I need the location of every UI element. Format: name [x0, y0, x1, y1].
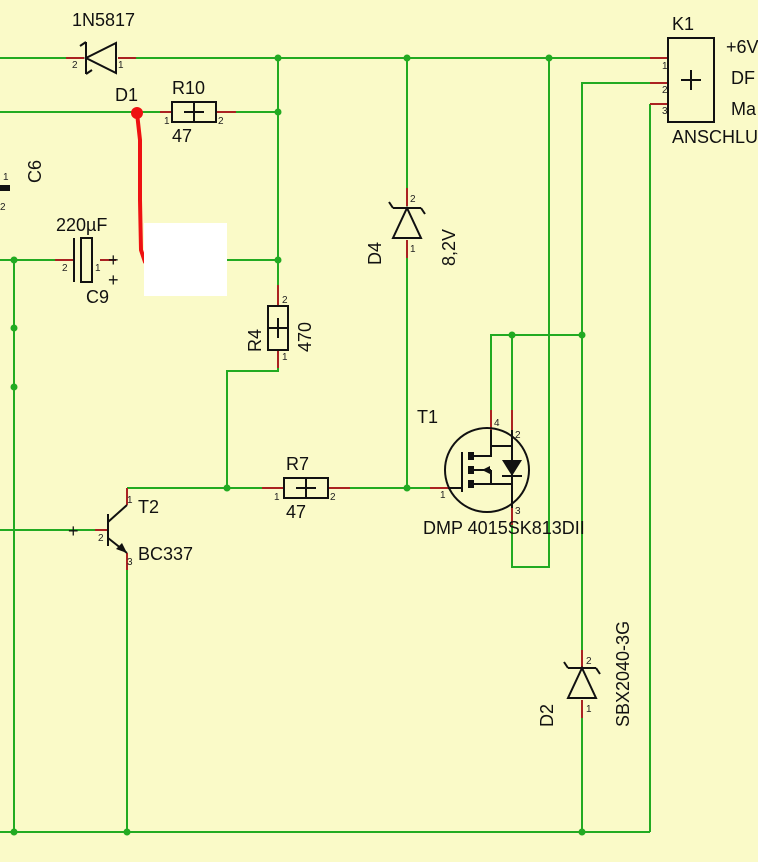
r10-value: 47 — [172, 126, 192, 146]
pin-3: 3 — [515, 506, 521, 517]
diode-1n5817[interactable]: 2 1 1N5817 — [66, 10, 136, 75]
pin-1: 1 — [95, 263, 101, 274]
pin-2: 2 — [218, 116, 224, 127]
capacitor-c6[interactable]: 1 2 C6 — [0, 160, 45, 213]
pin-1: 1 — [3, 172, 9, 183]
transistor-t2[interactable]: + 1 2 3 T2 BC337 — [68, 488, 193, 570]
d2-label: D2 — [537, 704, 557, 727]
pin-2: 2 — [0, 202, 6, 213]
t1-part: DMP 4015SK813DII — [423, 518, 585, 538]
plus-icon: + — [108, 250, 119, 270]
resistor-r4[interactable]: 2 1 R4 470 — [245, 285, 315, 368]
pin-1: 1 — [440, 490, 446, 501]
pin-1: 1 — [282, 352, 288, 363]
red-highlight-mark — [131, 107, 147, 264]
junction-dot — [403, 484, 411, 492]
pin-1: 1 — [662, 61, 668, 72]
d2-part: SBX2040-3G — [613, 621, 633, 727]
r4-value: 470 — [295, 322, 315, 352]
junction-dot — [10, 256, 18, 264]
pin-2: 2 — [98, 533, 104, 544]
diode-d2[interactable]: 2 1 D2 SBX2040-3G — [537, 621, 633, 727]
k1-part: ANSCHLU — [672, 127, 758, 147]
wires — [0, 57, 651, 833]
r7-value: 47 — [286, 502, 306, 522]
pin-1: 1 — [410, 244, 416, 255]
pin-1: 1 — [274, 492, 280, 503]
pin-1: 1 — [118, 60, 124, 71]
pin-2: 2 — [662, 85, 668, 96]
junction-dot — [578, 331, 586, 339]
pin-2: 2 — [586, 656, 592, 667]
pin-2: 2 — [282, 295, 288, 306]
pin-2: 2 — [62, 263, 68, 274]
pin-2: 2 — [515, 430, 521, 441]
capacitor-c9[interactable]: + + 2 1 220µF C9 — [55, 215, 119, 307]
r4-label: R4 — [245, 329, 265, 352]
resistor-r10[interactable]: 1 2 R10 47 — [160, 78, 236, 146]
t2-label: T2 — [138, 497, 159, 517]
pin-2: 2 — [410, 194, 416, 205]
zener-diode-d4[interactable]: 2 1 D4 8,2V — [365, 188, 459, 266]
junction-dot — [10, 324, 18, 332]
d4-value: 8,2V — [439, 229, 459, 266]
junction-dot — [274, 256, 282, 264]
junction-dot — [123, 828, 131, 836]
plus-icon: + — [68, 521, 79, 541]
pin-4: 4 — [494, 418, 500, 429]
t1-label: T1 — [417, 407, 438, 427]
k1-pin-label: DF — [731, 68, 755, 88]
pin-3: 3 — [662, 106, 668, 117]
pin-3: 3 — [127, 557, 133, 568]
mosfet-t1[interactable]: 1 4 2 3 T1 DMP 4015SK813DII — [417, 407, 585, 538]
r10-label: R10 — [172, 78, 205, 98]
resistor-r7[interactable]: 1 2 R7 47 — [262, 454, 350, 522]
d4-label: D4 — [365, 242, 385, 265]
junction-dot — [10, 383, 18, 391]
diode-1n5817-label: 1N5817 — [72, 10, 135, 30]
junction-dot — [10, 828, 18, 836]
t2-part: BC337 — [138, 544, 193, 564]
masked-area — [144, 223, 227, 296]
k1-label: K1 — [672, 14, 694, 34]
pin-2: 2 — [72, 60, 78, 71]
r7-label: R7 — [286, 454, 309, 474]
junction-dot — [274, 54, 282, 62]
junctions — [10, 54, 586, 836]
c6-label: C6 — [25, 160, 45, 183]
c9-value: 220µF — [56, 215, 107, 235]
junction-dot — [403, 54, 411, 62]
k1-pin-label: +6V — [726, 37, 758, 57]
connector-k1[interactable]: 1 2 3 K1 +6V DF Ma ANSCHLU — [650, 14, 758, 147]
junction-dot — [508, 331, 516, 339]
junction-dot — [578, 828, 586, 836]
junction-dot — [274, 108, 282, 116]
pin-1: 1 — [164, 116, 170, 127]
k1-pin-label: Ma — [731, 99, 757, 119]
junction-dot — [545, 54, 553, 62]
junction-dot — [223, 484, 231, 492]
pin-1: 1 — [586, 704, 592, 715]
plus-icon: + — [108, 270, 119, 290]
pin-2: 2 — [330, 492, 336, 503]
c9-label: C9 — [86, 287, 109, 307]
d1-label: D1 — [115, 85, 138, 105]
pin-1: 1 — [127, 495, 133, 506]
